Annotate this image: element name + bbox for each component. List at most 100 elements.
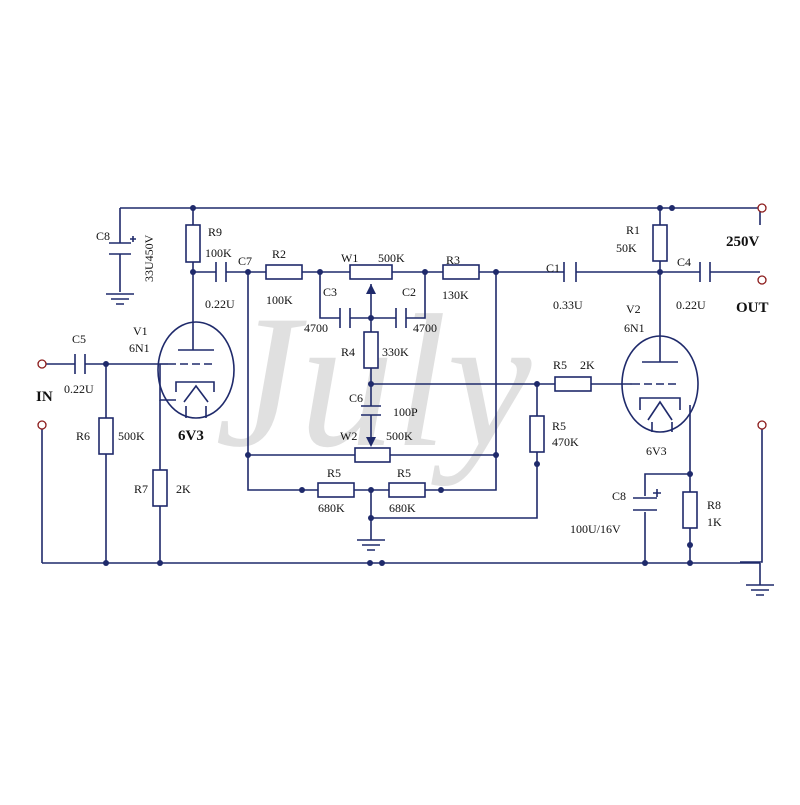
label-w1-name: W1	[341, 251, 358, 265]
label-r7-value: 2K	[176, 482, 191, 496]
capacitor-c5	[74, 354, 86, 374]
resistor-r3	[442, 264, 480, 280]
label-r5b-value: 680K	[389, 501, 416, 515]
ground-c8-top	[106, 293, 134, 305]
label-out: OUT	[736, 300, 769, 316]
label-r3-value: 130K	[442, 288, 469, 302]
capacitors	[74, 236, 711, 511]
label-r1-name: R1	[626, 223, 640, 237]
label-r5a-value: 680K	[318, 501, 345, 515]
wires	[41, 207, 763, 585]
label-r6-name: R6	[76, 429, 90, 443]
label-c7-value: 0.22U	[205, 297, 235, 311]
resistor-r7	[152, 469, 168, 507]
resistor-r2	[265, 264, 303, 280]
capacitor-c4	[699, 262, 711, 282]
label-v1-heater: 6V3	[178, 428, 204, 444]
label-c2-value: 4700	[413, 321, 437, 335]
label-r9-name: R9	[208, 225, 222, 239]
label-r1-value: 50K	[616, 241, 637, 255]
label-r2-value: 100K	[266, 293, 293, 307]
label-c1-name: C1	[546, 261, 560, 275]
terminal-in-ground	[37, 420, 47, 430]
capacitor-c7	[215, 262, 227, 282]
capacitor-c3	[339, 308, 351, 328]
label-c1-value: 0.33U	[553, 298, 583, 312]
w2-wiper-arrow	[366, 437, 376, 447]
ground-main	[746, 584, 774, 596]
potentiometer-w1	[349, 264, 393, 280]
label-in: IN	[36, 389, 53, 405]
ground-symbols	[106, 293, 774, 596]
resistor-r5-680k-left	[317, 482, 355, 498]
label-r2-name: R2	[272, 247, 286, 261]
wiper-arrows	[366, 284, 376, 447]
label-r5a-name: R5	[327, 466, 341, 480]
label-c4-name: C4	[677, 255, 691, 269]
label-r5c-name: R5	[552, 419, 566, 433]
label-r9-value: 100K	[205, 246, 232, 260]
terminals	[37, 203, 767, 430]
label-r8-name: R8	[707, 498, 721, 512]
capacitor-c8-top	[109, 236, 136, 255]
label-c8-bottom-value: 100U/16V	[570, 522, 621, 536]
capacitor-c2	[395, 308, 407, 328]
label-c7-name: C7	[238, 254, 252, 268]
resistor-r9	[185, 224, 201, 263]
resistor-r4	[363, 331, 379, 369]
label-c6-value: 100P	[393, 405, 418, 419]
capacitor-c8-bottom	[633, 489, 661, 511]
resistor-r5-470k	[529, 415, 545, 453]
label-c5-name: C5	[72, 332, 86, 346]
component-labels: C8 33U450V R9 100K C7 0.22U R2 100K W1 5…	[36, 223, 769, 536]
label-c8-top-value: 33U450V	[142, 234, 156, 282]
terminal-250v	[757, 203, 767, 213]
label-r8-value: 1K	[707, 515, 722, 529]
label-v2-name: V2	[626, 302, 641, 316]
tube-v1	[157, 321, 235, 419]
label-r4-name: R4	[341, 345, 355, 359]
label-w1-value: 500K	[378, 251, 405, 265]
label-c3-name: C3	[323, 285, 337, 299]
resistor-r5-680k-right	[388, 482, 426, 498]
label-c5-value: 0.22U	[64, 382, 94, 396]
label-r4-value: 330K	[382, 345, 409, 359]
label-r7-name: R7	[134, 482, 148, 496]
label-w2-value: 500K	[386, 429, 413, 443]
label-v1-name: V1	[133, 324, 148, 338]
label-v1-type: 6N1	[129, 341, 150, 355]
label-c8-bottom-name: C8	[612, 489, 626, 503]
label-r5d-value: 2K	[580, 358, 595, 372]
label-c6-name: C6	[349, 391, 363, 405]
capacitor-c6	[361, 405, 381, 416]
w1-wiper-arrow	[366, 284, 376, 294]
label-c3-value: 4700	[304, 321, 328, 335]
label-supply: 250V	[726, 234, 760, 250]
label-c4-value: 0.22U	[676, 298, 706, 312]
terminal-out-ground	[757, 420, 767, 430]
label-v2-type: 6N1	[624, 321, 645, 335]
label-w2-name: W2	[340, 429, 357, 443]
junction-dots	[103, 205, 693, 566]
label-r3-name: R3	[446, 253, 460, 267]
ground-tone-stack	[357, 539, 385, 551]
resistor-r5-2k	[554, 376, 592, 392]
resistor-r6	[98, 417, 114, 455]
terminal-in	[37, 359, 47, 369]
resistor-r8	[682, 491, 698, 529]
label-r6-value: 500K	[118, 429, 145, 443]
label-r5d-name: R5	[553, 358, 567, 372]
resistors	[98, 224, 698, 529]
terminal-out	[757, 275, 767, 285]
label-r5b-name: R5	[397, 466, 411, 480]
label-c2-name: C2	[402, 285, 416, 299]
label-v2-heater: 6V3	[646, 444, 667, 458]
label-r5c-value: 470K	[552, 435, 579, 449]
resistor-r1	[652, 224, 668, 262]
label-c8-top-name: C8	[96, 229, 110, 243]
tube-v2	[621, 335, 699, 433]
potentiometer-w2	[354, 447, 391, 463]
capacitor-c1	[563, 262, 577, 282]
